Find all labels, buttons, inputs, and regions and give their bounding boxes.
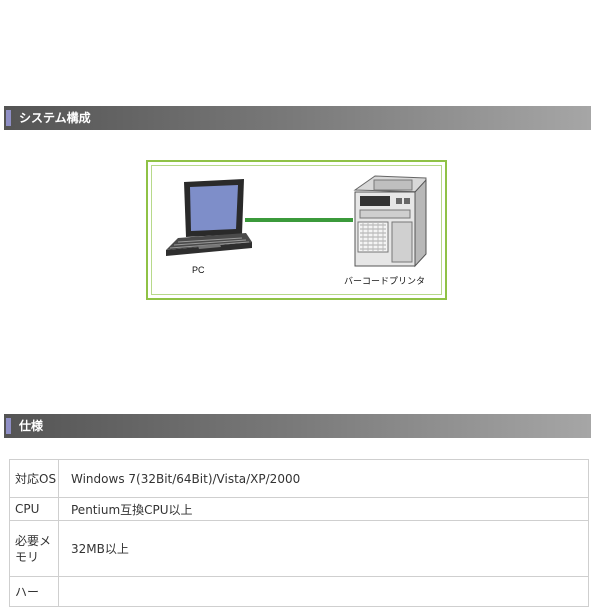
spec-key-memory: 必要メモリ: [9, 520, 59, 577]
section-title-system: システム構成: [19, 111, 91, 125]
spec-key-os: 対応OS: [9, 459, 59, 498]
system-diagram: PC バーコードプリンタ: [146, 160, 447, 300]
table-row: 対応OS Windows 7(32Bit/64Bit)/Vista/XP/200…: [9, 459, 589, 498]
spec-value-os: Windows 7(32Bit/64Bit)/Vista/XP/2000: [58, 459, 589, 498]
header-accent-bar: [6, 418, 11, 434]
spec-table: 対応OS Windows 7(32Bit/64Bit)/Vista/XP/200…: [9, 459, 589, 607]
spec-value-memory: 32MB以上: [58, 520, 589, 577]
section-header-spec: 仕様: [4, 414, 591, 438]
spec-key-cpu: CPU: [9, 497, 59, 521]
spec-value-cpu: Pentium互換CPU以上: [58, 497, 589, 521]
system-diagram-graphic: [166, 175, 427, 268]
table-row: ハー: [9, 576, 589, 607]
section-title-spec: 仕様: [19, 419, 44, 433]
laptop-icon: [166, 179, 252, 256]
table-row: CPU Pentium互換CPU以上: [9, 497, 589, 521]
header-accent-bar: [6, 110, 11, 126]
spec-value-hardware: [58, 576, 589, 607]
table-row: 必要メモリ 32MB以上: [9, 520, 589, 577]
barcode-printer-icon: [353, 175, 427, 268]
spec-key-hardware: ハー: [9, 576, 59, 607]
pc-label: PC: [192, 265, 205, 275]
diagram-inner-frame: [151, 165, 442, 295]
printer-label: バーコードプリンタ: [344, 276, 426, 286]
section-header-system: システム構成: [4, 106, 591, 130]
